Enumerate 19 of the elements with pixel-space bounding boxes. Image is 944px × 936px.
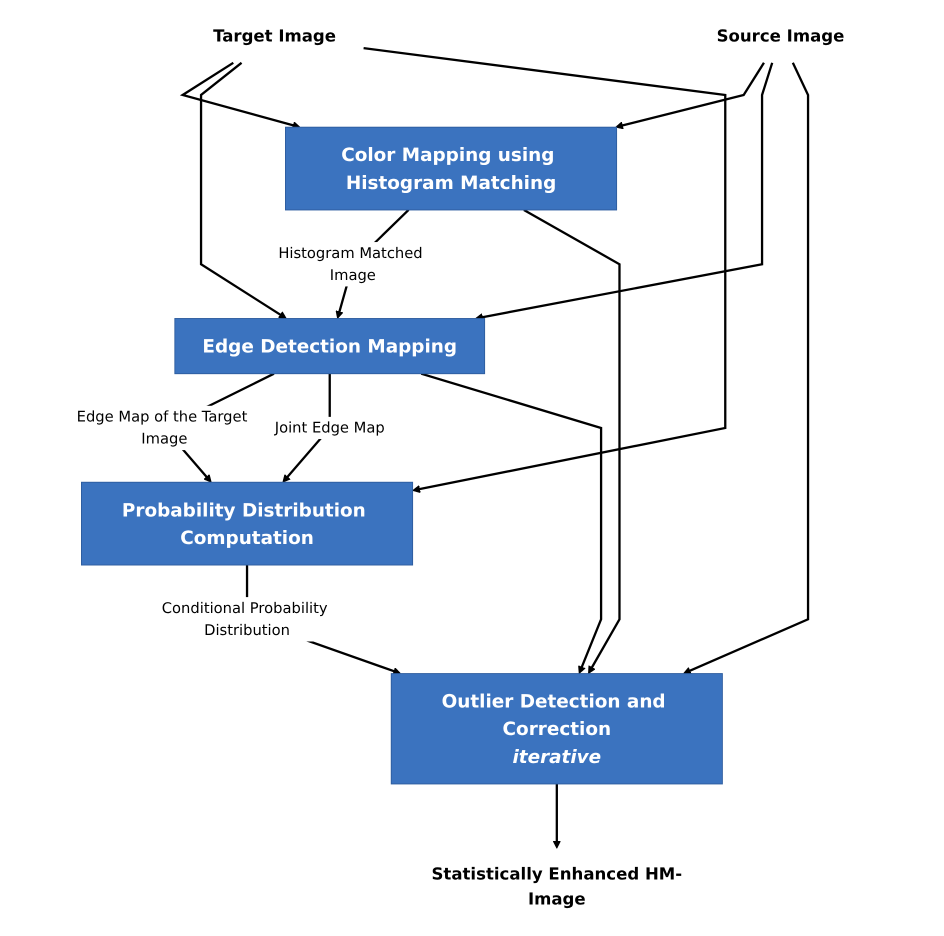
node-box: Edge Detection Mapping [174,318,485,374]
node-text: Source Image [716,26,844,46]
arrow [682,62,810,674]
node-text: Target Image [212,26,336,46]
node-text: Statistically Enhanced HM-Image [431,864,682,910]
arrow [200,62,287,319]
edge-label: Conditional Probability Distribution [162,599,328,639]
node-box: Color Mapping using Histogram Matching [284,126,617,210]
arrow [552,784,561,849]
edge-label: Joint Edge Map [274,418,385,436]
arrow [523,208,620,674]
node-box: Outlier Detection and Correction iterative [390,673,723,784]
edge-label: Histogram Matched Image [278,244,423,284]
arrow [363,46,726,494]
arrow [420,372,602,674]
arrow [615,62,765,130]
arrow [180,62,300,130]
node-box: Probability Distribution Computation [80,482,413,566]
edge-label: Edge Map of the Target Image [76,408,248,448]
